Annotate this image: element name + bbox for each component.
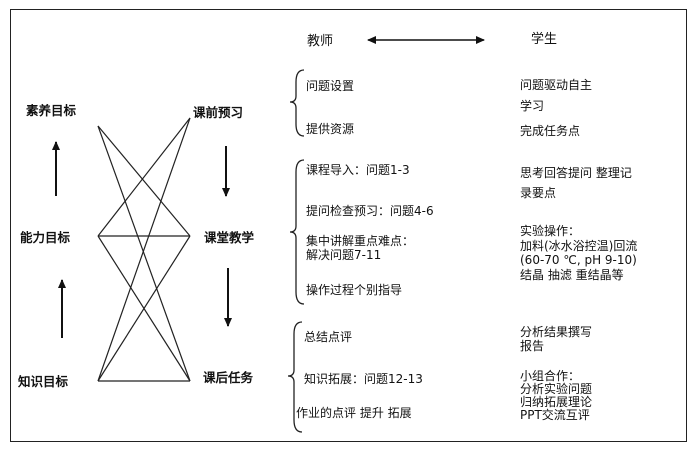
teacher-pre-item: 问题设置 xyxy=(306,79,355,93)
teacher-pre-item: 提供资源 xyxy=(306,122,355,136)
diagram-frame xyxy=(10,9,687,442)
teacher-class-item: 提问检查预习：问题4-6 xyxy=(306,204,434,218)
teacher-class-item: 操作过程个别指导 xyxy=(306,283,403,297)
student-class-item: 实验操作： 加料(冰水浴控温)回流 (60-70 ℃, pH 9-10) 结晶 … xyxy=(520,224,638,282)
stage-pre: 课前预习 xyxy=(193,105,244,120)
student-pre-item: 问题驱动自主 学习 xyxy=(520,78,593,113)
brace-pre xyxy=(289,69,305,137)
header-student: 学生 xyxy=(531,32,558,47)
teacher-post-item: 总结点评 xyxy=(304,330,353,344)
stage-class: 课堂教学 xyxy=(204,230,255,245)
teacher-class-item: 集中讲解重点难点： 解决问题7-11 xyxy=(306,234,415,262)
brace-class xyxy=(289,159,305,305)
student-pre-item: 完成任务点 xyxy=(520,124,581,138)
student-class-item: 思考回答提问 整理记 录要点 xyxy=(520,166,632,200)
goal-knowledge: 知识目标 xyxy=(18,374,69,389)
brace-post xyxy=(287,321,303,433)
goal-ability: 能力目标 xyxy=(20,230,71,245)
teacher-post-item: 作业的点评 提升 拓展 xyxy=(296,406,412,420)
teacher-post-item: 知识拓展：问题12-13 xyxy=(304,372,423,386)
goal-literacy: 素养目标 xyxy=(26,103,77,118)
stage-post: 课后任务 xyxy=(203,370,254,385)
student-post-item: 小组合作： 分析实验问题 归纳拓展理论 PPT交流互评 xyxy=(520,369,593,422)
student-post-item: 分析结果撰写 报告 xyxy=(520,325,593,353)
crossing-network xyxy=(97,117,191,382)
header-teacher: 教师 xyxy=(307,34,334,49)
teacher-class-item: 课程导入：问题1-3 xyxy=(306,163,410,177)
